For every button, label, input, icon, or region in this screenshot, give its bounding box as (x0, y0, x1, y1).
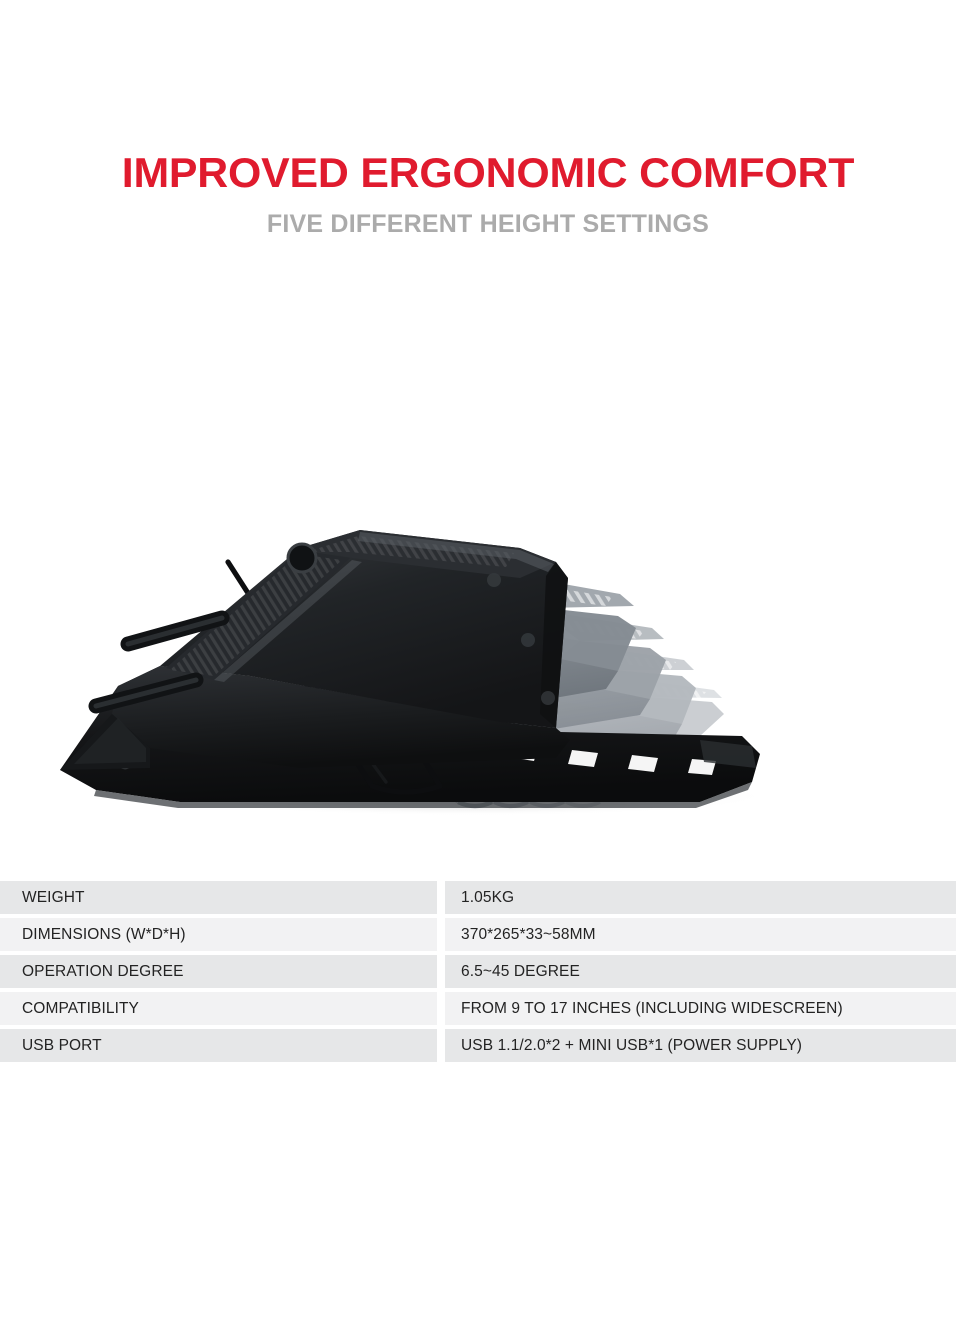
table-row: USB PORT USB 1.1/2.0*2 + MINI USB*1 (POW… (0, 1029, 976, 1062)
spec-value: 1.05KG (445, 881, 956, 914)
spec-value: FROM 9 TO 17 INCHES (INCLUDING WIDESCREE… (445, 992, 956, 1025)
spec-label: USB PORT (0, 1029, 437, 1062)
main-stand-body (60, 530, 570, 770)
spec-label: COMPATIBILITY (0, 992, 437, 1025)
laptop-stopper-pegs (88, 610, 230, 714)
product-image (0, 262, 976, 842)
page-title: IMPROVED ERGONOMIC COMFORT (121, 149, 855, 196)
header-block: IMPROVED ERGONOMIC COMFORT FIVE DIFFEREN… (0, 0, 976, 237)
spec-value: 370*265*33~58MM (445, 918, 956, 951)
table-row: OPERATION DEGREE 6.5~45 DEGREE (0, 955, 976, 988)
spec-label: WEIGHT (0, 881, 437, 914)
table-row: DIMENSIONS (W*D*H) 370*265*33~58MM (0, 918, 976, 951)
table-row: COMPATIBILITY FROM 9 TO 17 INCHES (INCLU… (0, 992, 976, 1025)
spec-label: OPERATION DEGREE (0, 955, 437, 988)
spec-value: 6.5~45 DEGREE (445, 955, 956, 988)
table-row: WEIGHT 1.05KG (0, 881, 976, 914)
page-subtitle: FIVE DIFFERENT HEIGHT SETTINGS (266, 210, 710, 238)
spec-value: USB 1.1/2.0*2 + MINI USB*1 (POWER SUPPLY… (445, 1029, 956, 1062)
pivot-boss-mid (521, 633, 535, 647)
spec-label: DIMENSIONS (W*D*H) (0, 918, 437, 951)
specification-table: WEIGHT 1.05KG DIMENSIONS (W*D*H) 370*265… (0, 881, 976, 1066)
wire-hinge-collar (286, 542, 318, 574)
pivot-boss-lower (541, 691, 555, 705)
laptop-stand-illustration (60, 530, 770, 816)
pivot-boss-upper (487, 573, 501, 587)
